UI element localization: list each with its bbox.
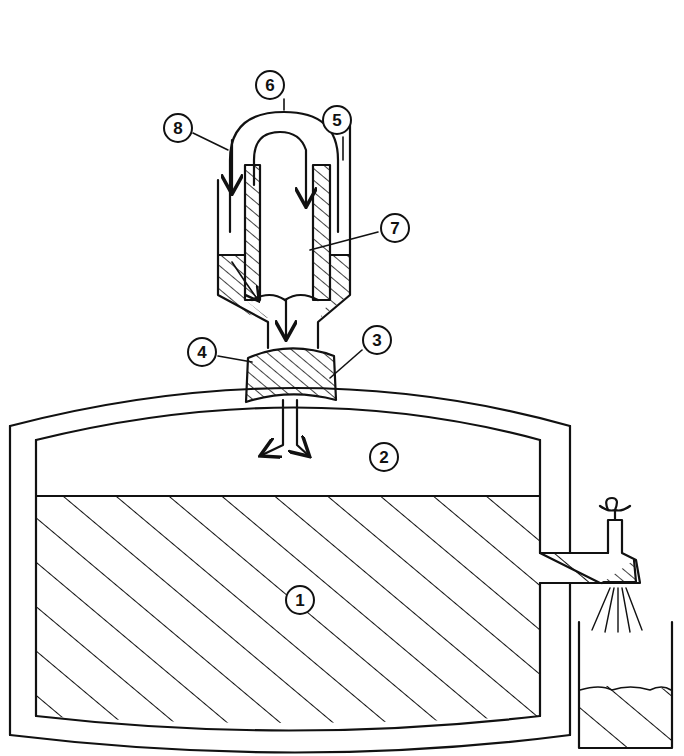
callout-number: 3 (362, 325, 392, 355)
callout-number: 2 (369, 442, 399, 472)
callout-number: 5 (322, 105, 352, 135)
callout-number: 7 (380, 213, 410, 243)
callout-number: 4 (187, 337, 217, 367)
callout-number: 8 (163, 113, 193, 143)
callout-number: 6 (255, 70, 285, 100)
callout-number: 1 (285, 585, 315, 615)
